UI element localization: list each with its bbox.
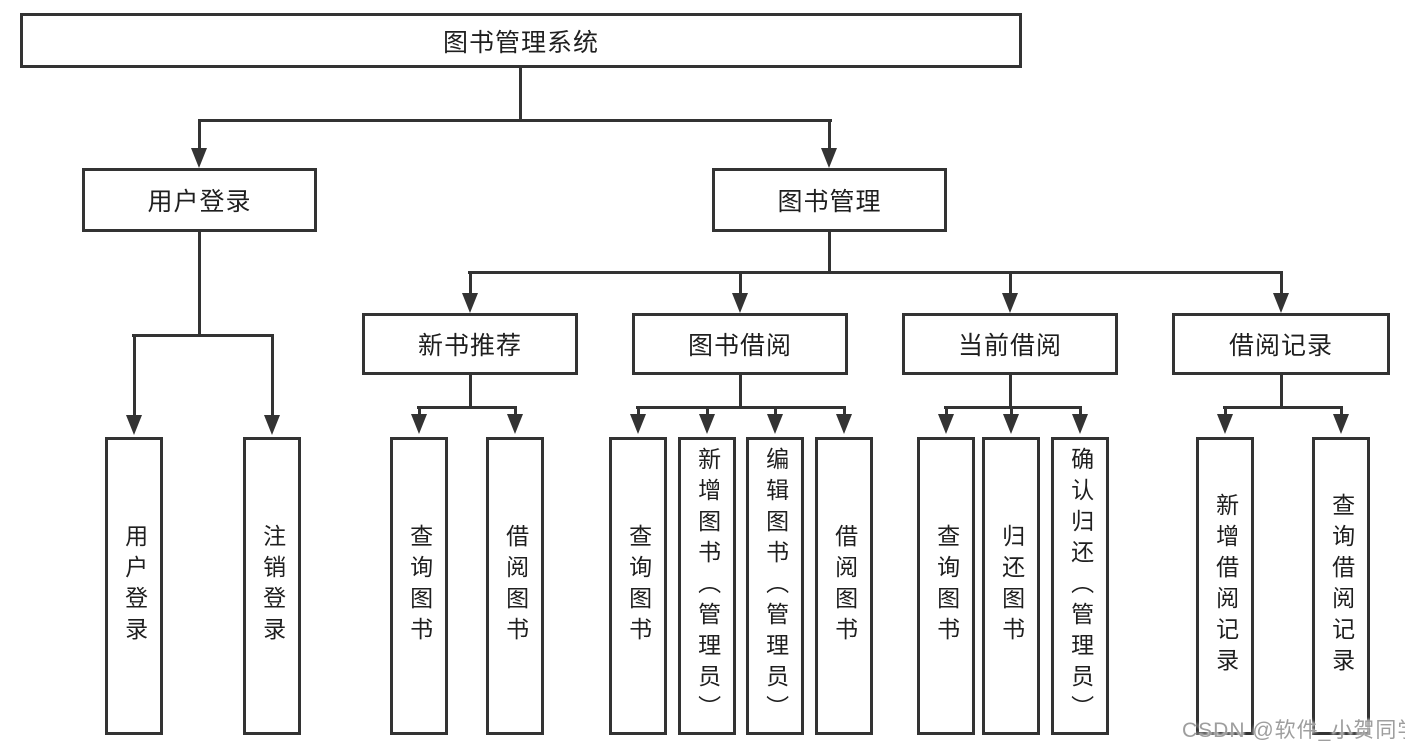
leaf-borrow-books-recommend: 借阅图书	[486, 437, 544, 735]
connector-line	[198, 119, 832, 122]
leaf-query-books-recommend-label: 查询图书	[406, 524, 433, 648]
leaf-add-borrow-record-label: 新增借阅记录	[1212, 493, 1239, 679]
leaf-query-books-recommend: 查询图书	[390, 437, 448, 735]
leaf-query-books-current: 查询图书	[917, 437, 975, 735]
connector-line	[945, 406, 948, 415]
leaf-return-book: 归还图书	[982, 437, 1040, 735]
connector-line	[1009, 271, 1012, 294]
arrow-down-icon	[767, 414, 783, 434]
connector-line	[1224, 406, 1227, 415]
connector-line	[1009, 373, 1012, 407]
arrow-down-icon	[1333, 414, 1349, 434]
node-book-management: 图书管理	[712, 168, 947, 232]
leaf-borrow-books-borrow-label: 借阅图书	[831, 524, 858, 648]
connector-line	[417, 406, 517, 409]
connector-line	[637, 406, 640, 415]
watermark: CSDN @软件_小贺同学	[1182, 719, 1405, 742]
node-book-management-label: 图书管理	[777, 188, 882, 216]
connector-line	[739, 373, 742, 407]
arrow-down-icon	[1003, 414, 1019, 434]
node-root: 图书管理系统	[20, 13, 1022, 68]
leaf-query-books-current-label: 查询图书	[933, 524, 960, 648]
node-borrow-records: 借阅记录	[1172, 313, 1390, 375]
connector-line	[1340, 406, 1343, 415]
connector-line	[519, 66, 522, 120]
connector-line	[1223, 406, 1343, 409]
connector-line	[636, 406, 846, 409]
arrow-down-icon	[938, 414, 954, 434]
arrow-down-icon	[836, 414, 852, 434]
connector-line	[774, 406, 777, 415]
node-current-borrow-label: 当前借阅	[957, 332, 1062, 360]
leaf-user-login: 用户登录	[105, 437, 163, 735]
arrow-down-icon	[264, 415, 280, 435]
connector-line	[1010, 406, 1013, 415]
node-book-borrow-label: 图书借阅	[687, 332, 792, 360]
arrow-down-icon	[462, 293, 478, 313]
connector-line	[133, 334, 136, 415]
connector-line	[198, 119, 201, 149]
connector-line	[132, 334, 274, 337]
leaf-borrow-books-recommend-label: 借阅图书	[502, 524, 529, 648]
leaf-query-borrow-record: 查询借阅记录	[1312, 437, 1370, 735]
leaf-add-borrow-record: 新增借阅记录	[1196, 437, 1254, 735]
connector-line	[828, 230, 831, 273]
leaf-query-borrow-record-label: 查询借阅记录	[1328, 493, 1355, 679]
arrow-down-icon	[126, 415, 142, 435]
connector-line	[739, 271, 742, 294]
leaf-return-book-label: 归还图书	[998, 524, 1025, 648]
leaf-confirm-return-admin: 确认归还（管理员）	[1051, 437, 1109, 735]
arrow-down-icon	[191, 148, 207, 168]
node-new-book-recommend-label: 新书推荐	[417, 332, 522, 360]
connector-line	[1079, 406, 1082, 415]
connector-line	[418, 406, 421, 415]
leaf-edit-book-admin: 编辑图书（管理员）	[746, 437, 804, 735]
connector-line	[198, 230, 201, 336]
leaf-borrow-books-borrow: 借阅图书	[815, 437, 873, 735]
connector-line	[1280, 373, 1283, 407]
leaf-logout-label: 注销登录	[259, 524, 286, 648]
arrow-down-icon	[1072, 414, 1088, 434]
connector-line	[828, 119, 831, 149]
leaf-confirm-return-admin-label: 确认归还（管理员）	[1067, 446, 1094, 726]
connector-line	[469, 271, 472, 294]
arrow-down-icon	[630, 414, 646, 434]
node-user-login: 用户登录	[82, 168, 317, 232]
arrow-down-icon	[1002, 293, 1018, 313]
connector-line	[468, 271, 1283, 274]
node-user-login-label: 用户登录	[147, 188, 252, 216]
connector-line	[706, 406, 709, 415]
leaf-query-books-borrow: 查询图书	[609, 437, 667, 735]
arrow-down-icon	[699, 414, 715, 434]
leaf-add-book-admin-label: 新增图书（管理员）	[694, 446, 721, 726]
arrow-down-icon	[732, 293, 748, 313]
leaf-user-login-label: 用户登录	[121, 524, 148, 648]
node-book-borrow: 图书借阅	[632, 313, 848, 375]
connector-line	[514, 406, 517, 415]
leaf-query-books-borrow-label: 查询图书	[625, 524, 652, 648]
connector-line	[1280, 271, 1283, 294]
node-new-book-recommend: 新书推荐	[362, 313, 578, 375]
connector-line	[271, 334, 274, 415]
node-root-label: 图书管理系统	[442, 28, 599, 57]
arrow-down-icon	[1273, 293, 1289, 313]
leaf-logout: 注销登录	[243, 437, 301, 735]
connector-line	[944, 406, 1082, 409]
connector-line	[469, 373, 472, 407]
leaf-edit-book-admin-label: 编辑图书（管理员）	[762, 446, 789, 726]
node-current-borrow: 当前借阅	[902, 313, 1118, 375]
arrow-down-icon	[1217, 414, 1233, 434]
connector-line	[843, 406, 846, 415]
arrow-down-icon	[507, 414, 523, 434]
leaf-add-book-admin: 新增图书（管理员）	[678, 437, 736, 735]
arrow-down-icon	[821, 148, 837, 168]
arrow-down-icon	[411, 414, 427, 434]
node-borrow-records-label: 借阅记录	[1228, 332, 1333, 360]
